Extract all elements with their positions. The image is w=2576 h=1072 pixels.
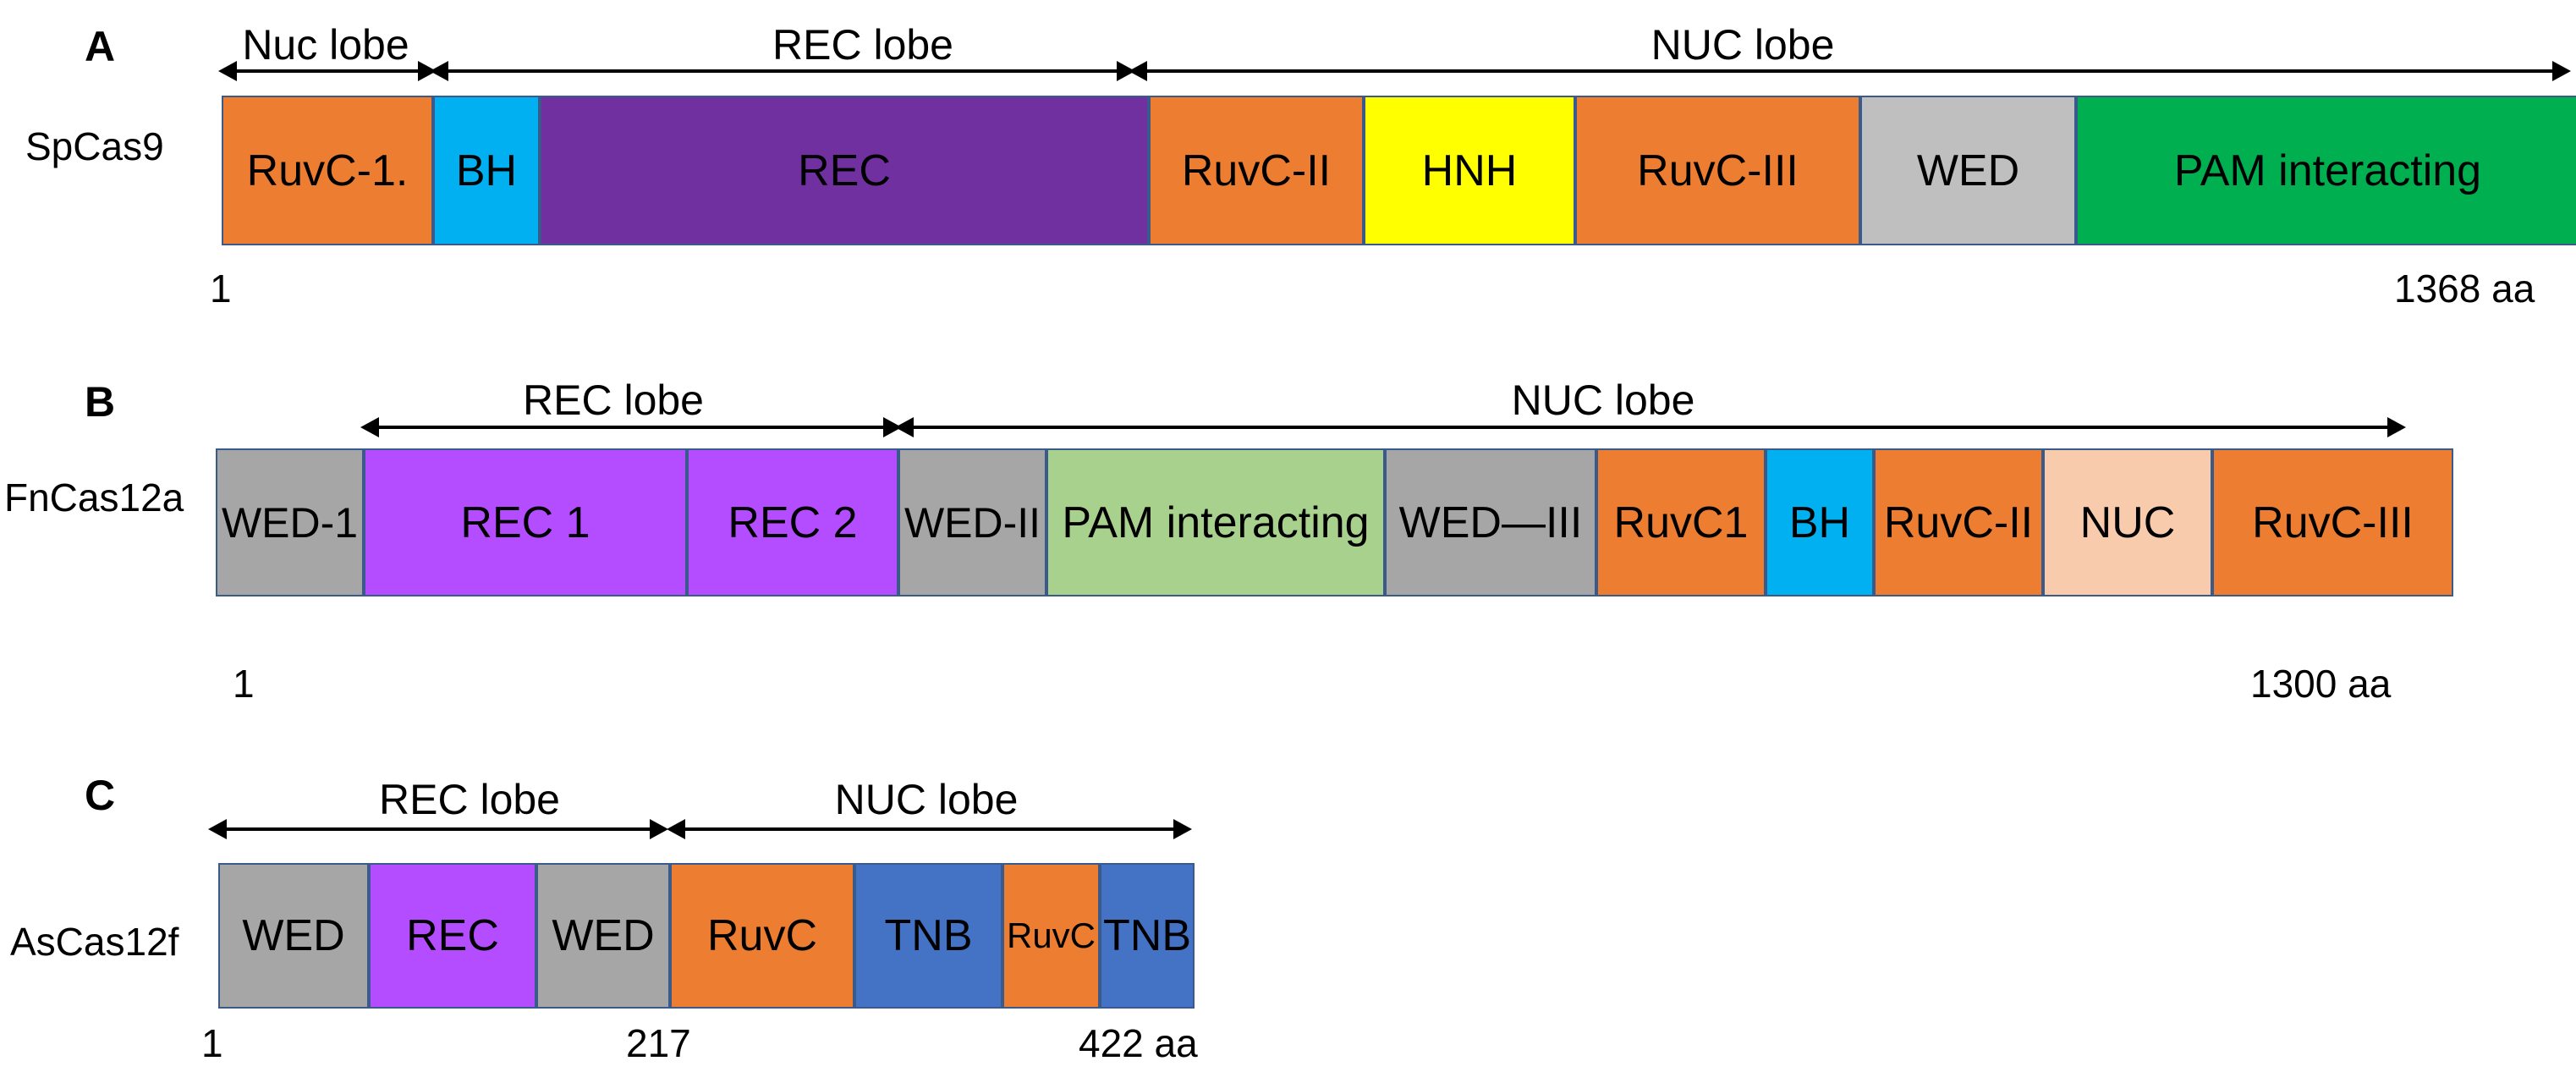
domain-label: WED xyxy=(1916,146,2020,195)
domain-label: REC xyxy=(406,911,499,960)
domain-label: PAM interacting xyxy=(1062,498,1370,547)
domain-block: WED-1 xyxy=(216,448,364,596)
domain-label: TNB xyxy=(1103,911,1191,960)
domain-label: WED-II xyxy=(904,498,1041,547)
domain-block: HNH xyxy=(1364,96,1575,245)
domain-block: TNB xyxy=(1100,863,1195,1009)
domain-label: NUC xyxy=(2079,498,2176,547)
lobe-span-arrow xyxy=(895,417,2406,437)
lobe-label: REC lobe xyxy=(772,21,953,69)
domain-label: RuvC-1. xyxy=(246,146,409,195)
domain-label: WED xyxy=(242,911,345,960)
domain-block: WED xyxy=(1860,96,2076,245)
domain-label: BH xyxy=(455,146,518,195)
domain-label: REC xyxy=(798,146,891,195)
domain-label: RuvC1 xyxy=(1613,498,1749,547)
domain-block: WED-II xyxy=(898,448,1046,596)
domain-track: RuvC-1. BH REC RuvC-II HNH RuvC-III WED PAM int… xyxy=(222,96,2576,245)
panel-letter: B xyxy=(85,378,116,426)
lobe-span-arrow xyxy=(218,61,437,81)
domain-label: RuvC-III xyxy=(2252,498,2414,547)
domain-label: TNB xyxy=(884,911,973,960)
lobe-label: NUC lobe xyxy=(1511,377,1695,424)
domain-track: WED-1 REC 1 REC 2 WED-II PAM interacting WED—… xyxy=(216,448,2453,596)
domain-label: REC 1 xyxy=(460,498,590,547)
domain-label: BH xyxy=(1788,498,1851,547)
domain-label: RuvC-II xyxy=(1883,498,2034,547)
panel-letter: C xyxy=(85,772,116,819)
domain-block: RuvC-III xyxy=(2212,448,2453,596)
domain-block: PAM interacting xyxy=(1046,448,1385,596)
domain-block: TNB xyxy=(854,863,1002,1009)
domain-block: RuvC xyxy=(670,863,854,1009)
domain-block: RuvC-II xyxy=(1874,448,2043,596)
domain-block: REC xyxy=(369,863,536,1009)
lobe-label: NUC lobe xyxy=(1651,21,1835,69)
domain-label: REC 2 xyxy=(728,498,858,547)
domain-label: PAM interacting xyxy=(2173,146,2482,195)
domain-block: WED xyxy=(536,863,670,1009)
domain-block: RuvC-II xyxy=(1149,96,1364,245)
lobe-span-arrow xyxy=(360,417,902,437)
lobe-span-arrow xyxy=(208,819,668,839)
domain-block: BH xyxy=(1766,448,1874,596)
domain-block: RuvC-1. xyxy=(222,96,433,245)
domain-block: WED xyxy=(218,863,369,1009)
residue-position-label: 1 xyxy=(201,1021,223,1065)
domain-label: WED xyxy=(552,911,655,960)
lobe-label: NUC lobe xyxy=(834,776,1019,823)
protein-name: FnCas12a xyxy=(4,476,184,520)
domain-block: BH xyxy=(433,96,540,245)
domain-label: RuvC-II xyxy=(1181,146,1332,195)
domain-block: WED—III xyxy=(1385,448,1596,596)
domain-block: RuvC-III xyxy=(1575,96,1860,245)
lobe-span-arrow xyxy=(1129,61,2571,81)
domain-block: RuvC1 xyxy=(1596,448,1766,596)
domain-block: REC xyxy=(540,96,1149,245)
lobe-label: REC lobe xyxy=(523,377,704,424)
domain-label: WED-1 xyxy=(221,498,359,547)
domain-label: RuvC-III xyxy=(1637,146,1799,195)
domain-label: RuvC xyxy=(1006,915,1096,955)
residue-position-label: 1300 aa xyxy=(2250,662,2392,706)
lobe-label: Nuc lobe xyxy=(242,21,409,69)
domain-block: REC 2 xyxy=(687,448,898,596)
lobe-span-arrow xyxy=(430,61,1135,81)
residue-position-label: 1 xyxy=(233,662,255,706)
domain-block: REC 1 xyxy=(364,448,687,596)
domain-block: PAM interacting xyxy=(2076,96,2576,245)
lobe-label: REC lobe xyxy=(379,776,560,823)
panel-letter: A xyxy=(85,23,116,70)
domain-label: HNH xyxy=(1421,146,1518,195)
protein-name: SpCas9 xyxy=(25,124,164,168)
residue-position-label: 217 xyxy=(626,1021,691,1065)
domain-block: NUC xyxy=(2043,448,2212,596)
domain-label: RuvC xyxy=(706,911,818,960)
protein-name: AsCas12f xyxy=(10,920,179,964)
residue-position-label: 1368 aa xyxy=(2394,267,2535,311)
residue-position-label: 1 xyxy=(210,267,232,311)
domain-block: RuvC xyxy=(1002,863,1100,1009)
residue-position-label: 422 aa xyxy=(1079,1021,1198,1065)
lobe-span-arrow xyxy=(667,819,1192,839)
domain-label: WED—III xyxy=(1398,498,1583,547)
